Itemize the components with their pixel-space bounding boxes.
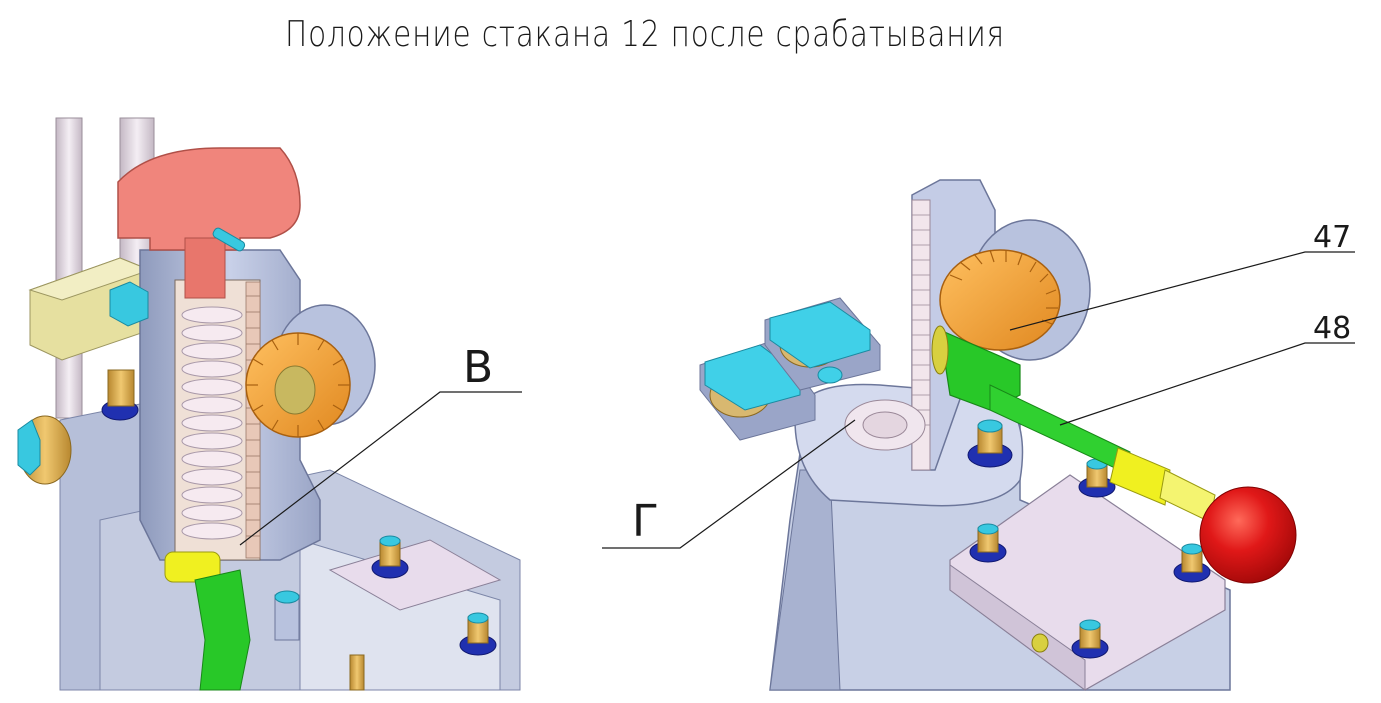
spring [181, 306, 243, 540]
lower-pin-head [274, 590, 300, 604]
right-gear-47 [939, 249, 1061, 351]
bracket-bolt [107, 369, 135, 407]
right-plate-bolts [967, 419, 1211, 659]
callout-line-g [602, 419, 856, 549]
red-ball-handle [1199, 486, 1297, 584]
left-plate-bolts [371, 535, 497, 656]
cup-cap [117, 147, 301, 251]
right-plate-edge [949, 564, 1086, 691]
right-body-shadow [769, 469, 841, 691]
yellow-collar [164, 551, 221, 583]
cup-stem [184, 237, 226, 299]
left-assembly [17, 117, 521, 691]
callout-label-v: В [463, 342, 493, 393]
rack-teeth [245, 281, 261, 559]
callout-line-48 [1059, 342, 1355, 426]
green-lever [194, 569, 251, 691]
bottom-stud [349, 654, 365, 691]
side-bolt-head [17, 419, 41, 476]
left-guide-rod [55, 117, 83, 419]
callout-label-48: 48 [1313, 311, 1351, 346]
yellow-sleeve [1109, 447, 1216, 523]
cyan-clamps [699, 297, 881, 441]
right-assembly [699, 179, 1297, 691]
callouts [239, 251, 1355, 549]
top-recess-inner [862, 411, 908, 439]
small-stud [1031, 633, 1049, 653]
cap-pin [212, 227, 246, 252]
callout-label-g: Г [632, 496, 659, 547]
callout-label-47: 47 [1313, 220, 1351, 255]
callout-line-v [239, 391, 522, 546]
callout-line-47 [1009, 251, 1355, 331]
bracket-nut [109, 281, 149, 327]
left-gear [245, 332, 351, 438]
lever-pivot [931, 325, 949, 375]
diagram-title: Положение стакана 12 после срабатывания [285, 14, 1005, 55]
